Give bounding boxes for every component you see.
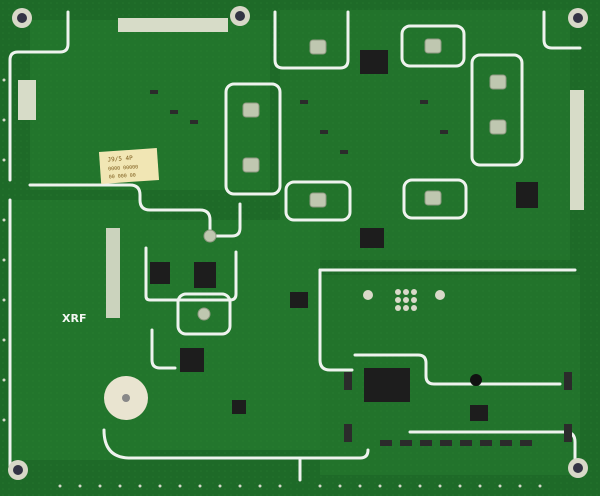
- sticker-line-2: 0000 00000: [108, 164, 138, 172]
- connector-pins: [18, 18, 584, 318]
- buzzer: [104, 376, 148, 420]
- board-label: XRF: [62, 312, 86, 325]
- solder-pads: [197, 38, 507, 321]
- pad-cluster: [363, 289, 445, 311]
- silkscreen-outlines: [8, 10, 582, 482]
- sticker-line-1: J9/5 4P: [107, 155, 133, 164]
- sticker-line-3: 00 000 00: [109, 173, 136, 181]
- isolated-islands: [176, 24, 524, 336]
- mounting-holes: [8, 6, 588, 480]
- sticker: J9/5 4P 0000 00000 00 000 00: [98, 148, 160, 184]
- edge-vias: [2, 78, 542, 488]
- dark-via: [470, 374, 482, 386]
- smd-components: [150, 90, 572, 446]
- ic-chips: [150, 50, 538, 421]
